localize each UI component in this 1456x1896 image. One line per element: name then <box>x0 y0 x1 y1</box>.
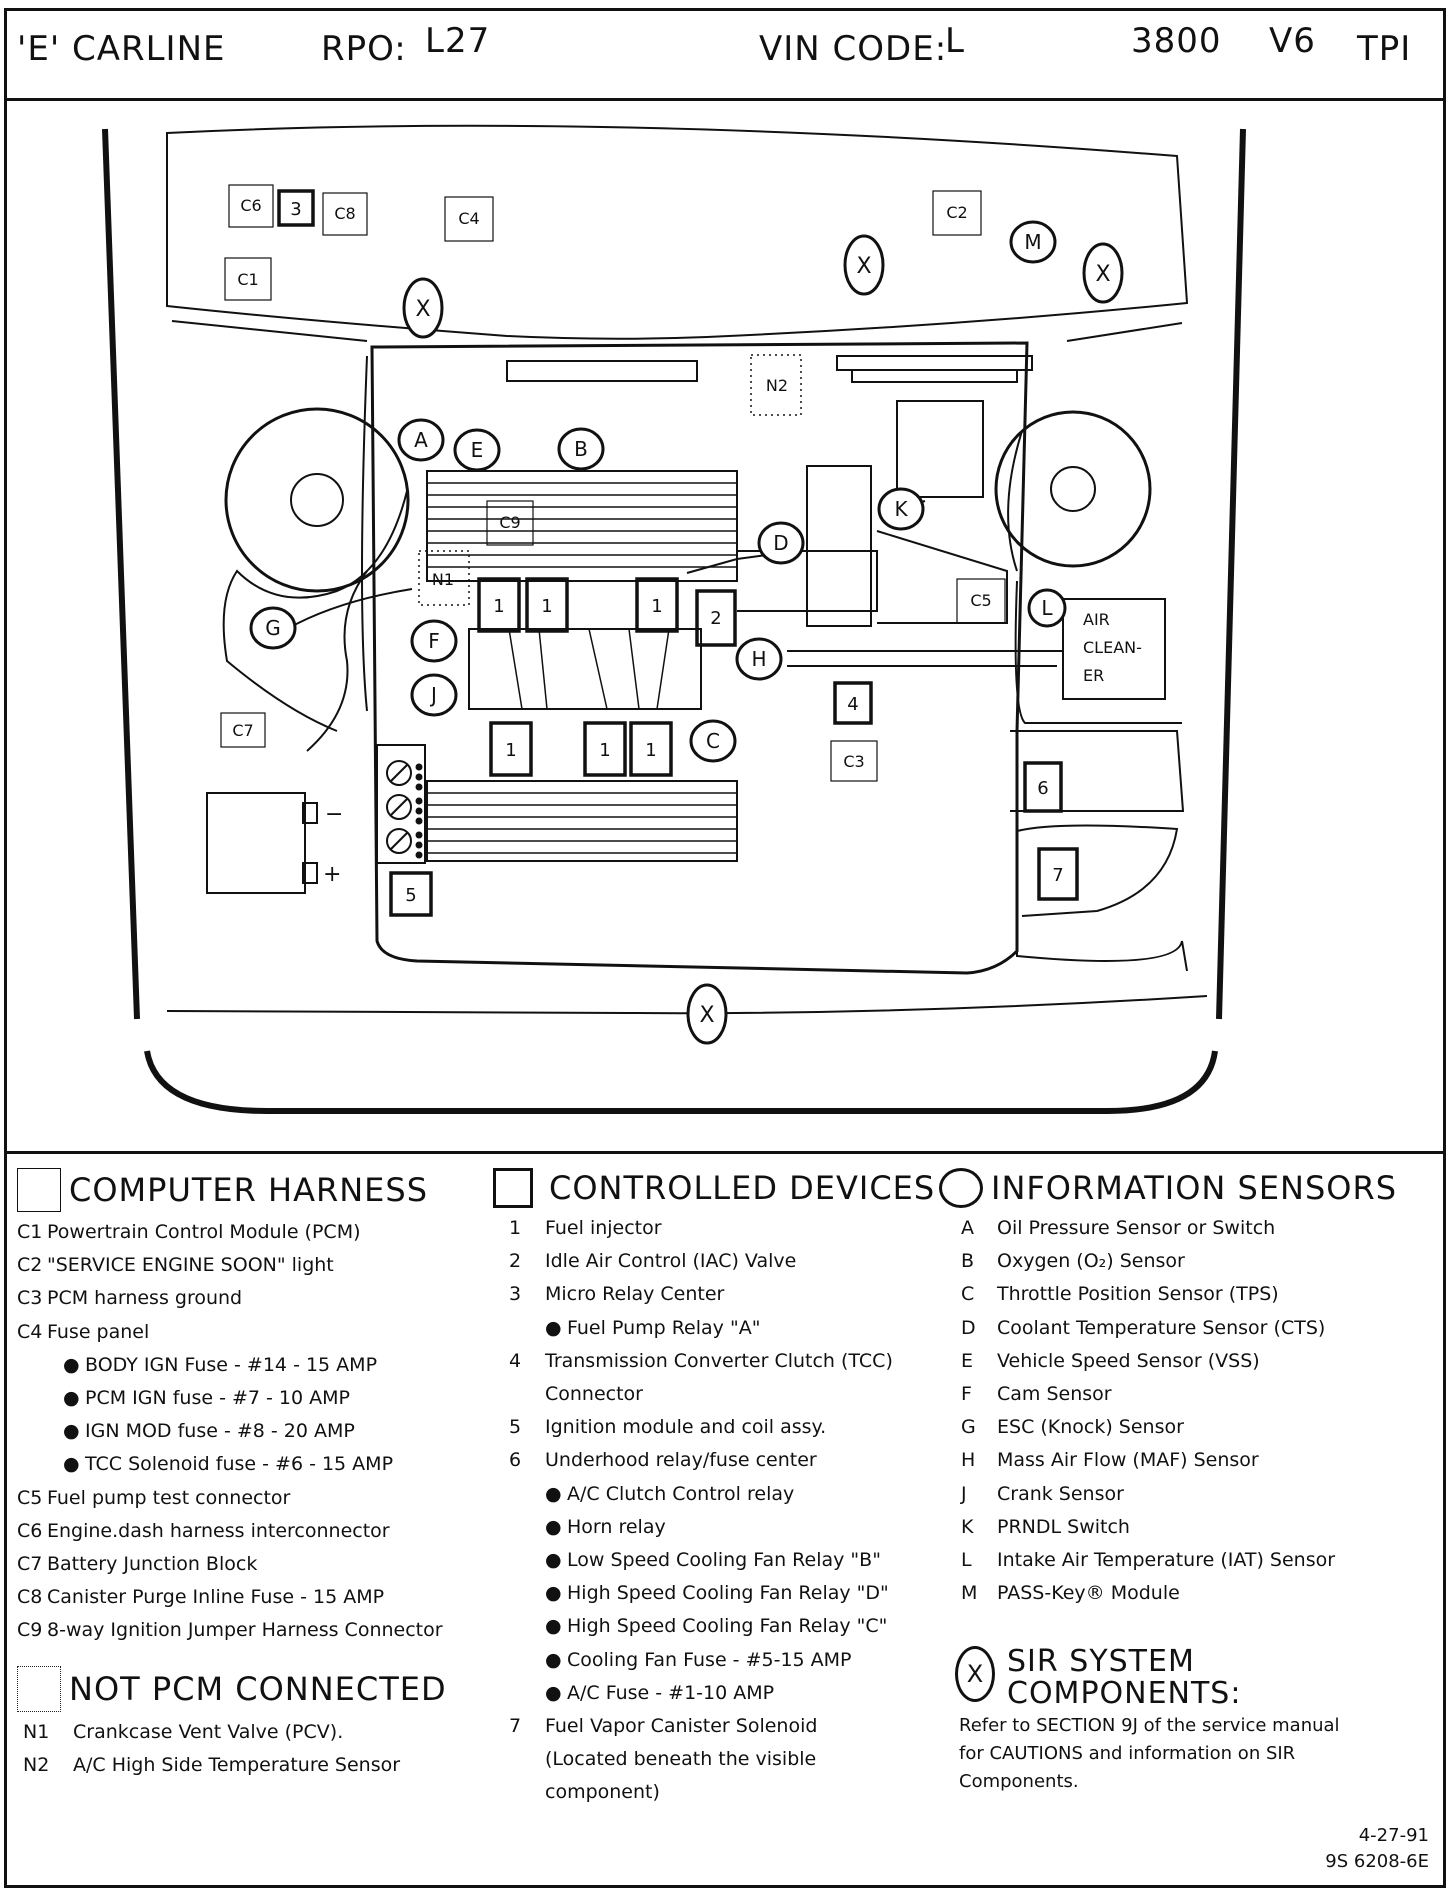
air-cleaner-line1: AIR <box>1083 610 1110 629</box>
information-sensors-title: INFORMATION SENSORS <box>991 1169 1398 1207</box>
document-number: 9S 6208-6E <box>1325 1851 1429 1872</box>
page-frame: 'E' CARLINE RPO: L27 VIN CODE: L 3800 V6… <box>4 8 1446 1888</box>
label-device-1f: 1 <box>645 740 656 761</box>
carline-label: 'E' CARLINE <box>17 29 226 69</box>
label-sensor-h: H <box>751 647 766 671</box>
rpo-label: RPO: <box>321 29 407 69</box>
engine-type: V6 <box>1269 21 1316 61</box>
label-sensor-g: G <box>265 616 281 640</box>
label-device-5: 5 <box>405 885 416 906</box>
sir-title-line2: COMPONENTS: <box>1007 1676 1242 1712</box>
legend-not-pcm: NOT PCM CONNECTED <box>17 1665 447 1712</box>
label-sir-4: X <box>699 1003 714 1028</box>
engine-compartment-diagram: C6 C8 C4 C1 C2 C9 C5 C7 C3 N1 N2 3 1 1 1… <box>102 124 1246 1114</box>
vin-code-value: L <box>945 21 965 61</box>
document-date-block: 4-27-91 9S 6208-6E <box>1325 1823 1429 1875</box>
label-c2: C2 <box>946 203 967 222</box>
label-sensor-k: K <box>894 497 908 521</box>
air-cleaner-line3: ER <box>1083 666 1104 685</box>
information-sensors-circle-icon <box>939 1168 983 1208</box>
label-device-3: 3 <box>290 199 301 220</box>
sir-note-line3: Components. <box>959 1771 1079 1793</box>
label-sir-3: X <box>1095 262 1110 287</box>
label-c1: C1 <box>237 270 258 289</box>
label-c7: C7 <box>232 721 253 740</box>
label-device-1c: 1 <box>651 596 662 617</box>
computer-harness-square-icon <box>17 1168 61 1212</box>
label-sir-1: X <box>415 297 430 322</box>
label-device-1d: 1 <box>505 740 516 761</box>
label-sir-2: X <box>856 254 871 279</box>
label-c8: C8 <box>334 204 355 223</box>
label-device-1b: 1 <box>541 596 552 617</box>
vin-code-label: VIN CODE: <box>759 29 948 69</box>
engine-displacement: 3800 <box>1131 21 1222 61</box>
not-pcm-title: NOT PCM CONNECTED <box>69 1669 447 1708</box>
label-sensor-e: E <box>471 438 484 462</box>
sir-title-line1: SIR SYSTEM <box>1007 1644 1195 1680</box>
label-n1: N1 <box>432 570 454 589</box>
computer-harness-title: COMPUTER HARNESS <box>69 1171 428 1209</box>
label-n2: N2 <box>766 376 788 395</box>
label-c5: C5 <box>970 591 991 610</box>
not-pcm-dotted-square-icon <box>17 1665 61 1712</box>
label-sensor-l: L <box>1041 596 1053 620</box>
engine-suffix: TPI <box>1357 29 1412 69</box>
label-sensor-j: J <box>429 683 437 707</box>
label-device-4: 4 <box>847 694 858 715</box>
label-device-6: 6 <box>1037 778 1048 799</box>
label-sensor-b: B <box>574 437 588 461</box>
document-date: 4-27-91 <box>1358 1825 1429 1846</box>
header-bar: 'E' CARLINE RPO: L27 VIN CODE: L 3800 V6… <box>7 11 1443 101</box>
air-cleaner-line2: CLEAN- <box>1083 638 1142 657</box>
label-device-2: 2 <box>710 608 721 629</box>
battery-positive: + <box>323 862 341 887</box>
label-sensor-m: M <box>1024 230 1041 254</box>
label-sensor-d: D <box>773 531 788 555</box>
label-sensor-c: C <box>706 729 720 753</box>
legend-sir: X SIR SYSTEM COMPONENTS: <box>939 1646 1397 1710</box>
label-c9: C9 <box>499 513 520 532</box>
battery-negative: − <box>325 802 343 827</box>
label-c6: C6 <box>240 196 261 215</box>
label-device-1e: 1 <box>599 740 610 761</box>
sir-note-line2: for CAUTIONS and information on SIR <box>959 1743 1296 1765</box>
rpo-value: L27 <box>425 21 491 61</box>
label-device-1a: 1 <box>493 596 504 617</box>
controlled-devices-title: CONTROLLED DEVICES <box>549 1169 936 1207</box>
sir-note-line1: Refer to SECTION 9J of the service manua… <box>959 1715 1340 1737</box>
label-device-7: 7 <box>1052 865 1063 886</box>
label-c4: C4 <box>458 209 479 228</box>
label-sensor-a: A <box>414 428 428 452</box>
label-sensor-f: F <box>428 629 440 653</box>
sir-x-icon: X <box>955 1646 995 1703</box>
label-c3: C3 <box>843 752 864 771</box>
controlled-devices-square-icon <box>493 1168 533 1208</box>
